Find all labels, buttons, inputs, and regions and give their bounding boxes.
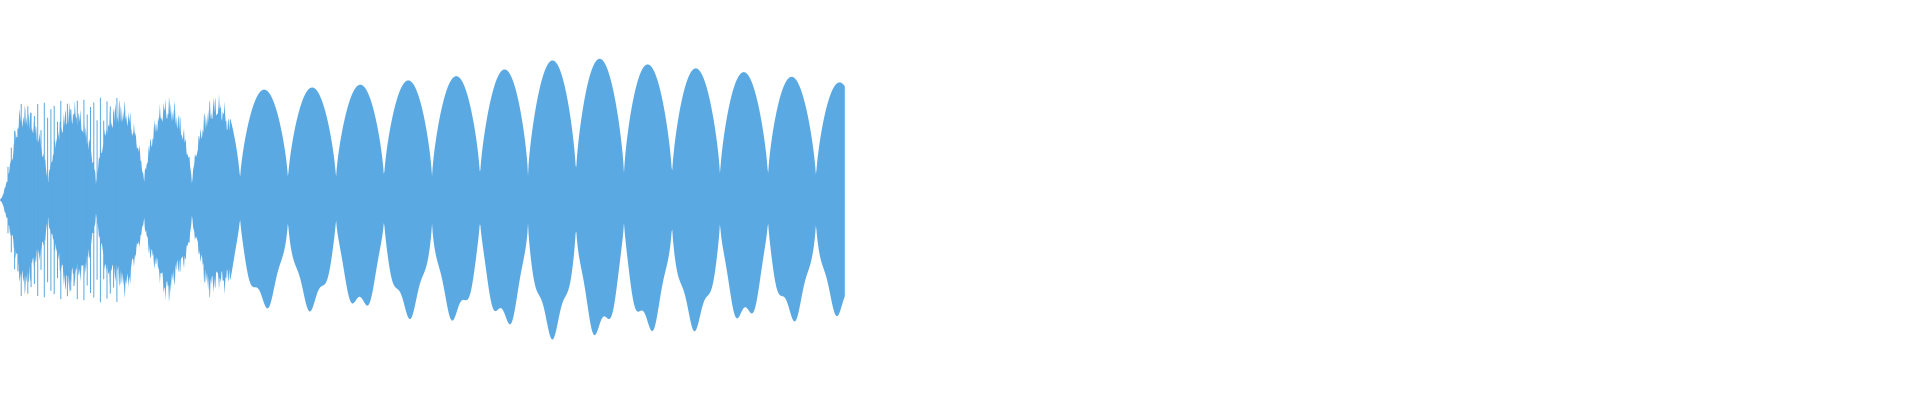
waveform-envelope-fill: [0, 58, 845, 340]
waveform-trace: [0, 58, 845, 340]
